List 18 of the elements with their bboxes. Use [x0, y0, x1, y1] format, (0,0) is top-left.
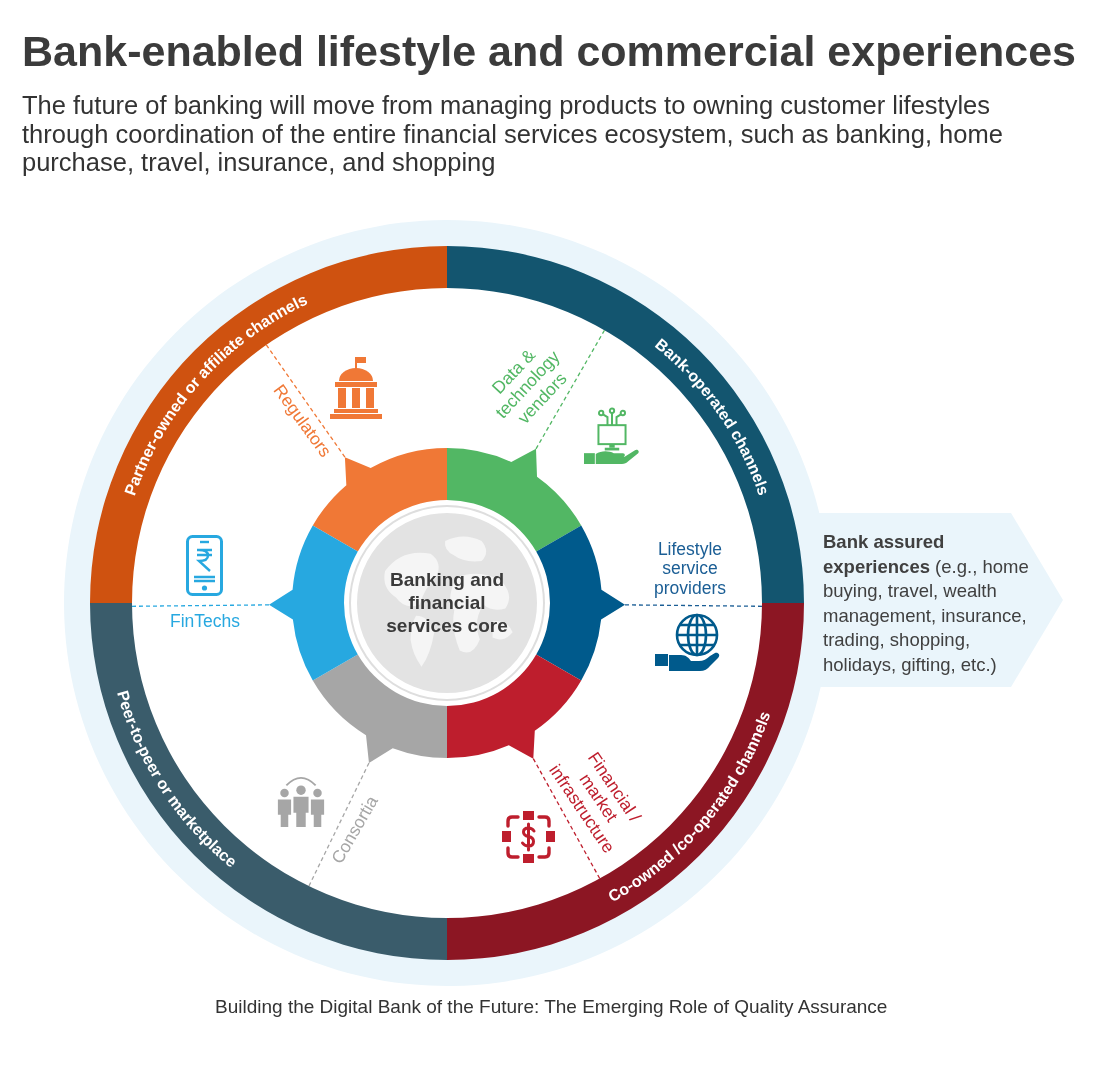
dashed-connector — [131, 604, 270, 607]
ring-segment — [536, 525, 625, 681]
edge-label: FinTechs — [170, 612, 240, 632]
title: Bank-enabled lifestyle and commercial experiences — [22, 27, 1076, 76]
ring-segment — [312, 654, 447, 763]
callout-text: Bank assured experiences (e.g., home buying, travel, wealth management, insurance, trading, shopping, holidays, gifting, etc.) — [823, 530, 1030, 677]
ring-segment — [447, 448, 582, 552]
dashed-connector — [532, 758, 601, 880]
dashed-connector — [624, 604, 763, 607]
dashed-connector — [535, 329, 606, 450]
ring-segment — [447, 654, 582, 759]
dashed-connector — [308, 762, 370, 887]
ring-segment — [269, 525, 358, 681]
dashed-connector — [265, 344, 346, 458]
edge-label: Lifestyle service providers — [653, 540, 727, 598]
caption: Building the Digital Bank of the Future: The Emerging Role of Quality Assurance — [215, 996, 888, 1018]
subtitle: The future of banking will move from managing products to owning customer lifestyles through coordination of the entire financial services ecosystem, such as banking, home purchase, travel, insurance, and shopping — [22, 91, 1004, 177]
core-label: Banking and financial services core — [385, 568, 509, 638]
